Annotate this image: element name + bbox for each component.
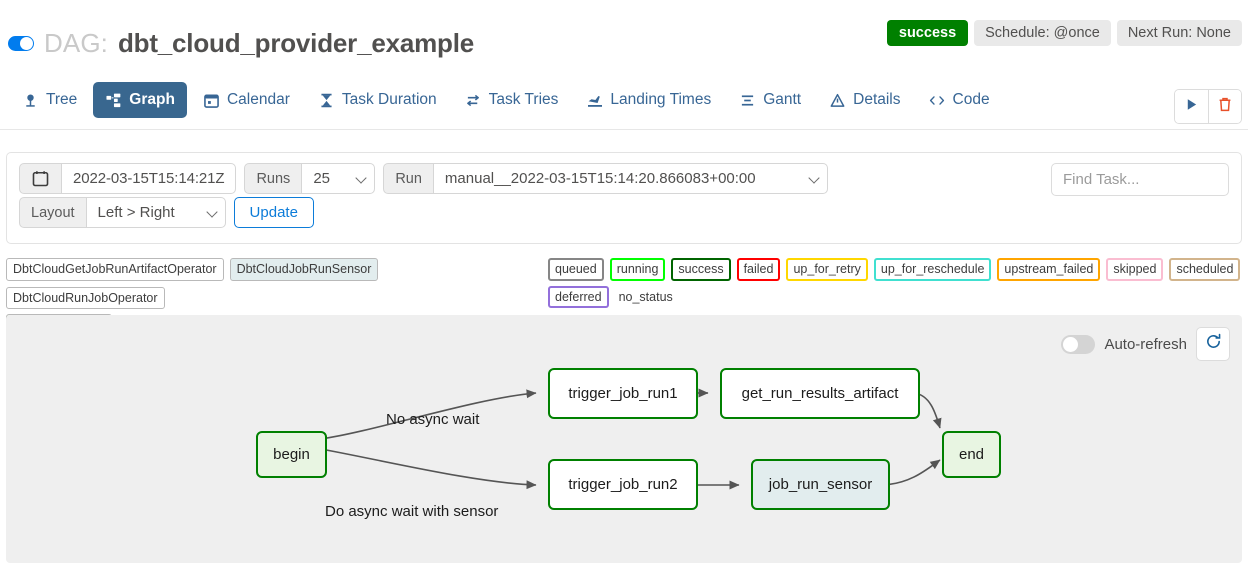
operator-chip: DbtCloudJobRunSensor: [229, 258, 379, 281]
play-icon: [1185, 98, 1198, 116]
tab-tree[interactable]: Tree: [10, 82, 89, 118]
tab-landing-times[interactable]: Landing Times: [574, 82, 723, 118]
find-task-input[interactable]: Find Task...: [1051, 163, 1229, 196]
dag-graph-canvas[interactable]: Auto-refresh begin: [6, 315, 1242, 563]
tab-graph[interactable]: Graph: [93, 82, 187, 118]
node-label: trigger_job_run2: [568, 476, 678, 493]
update-button[interactable]: Update: [233, 197, 314, 228]
tab-gantt[interactable]: Gantt: [727, 82, 813, 118]
node-label: job_run_sensor: [768, 476, 873, 493]
calendar-icon: [203, 92, 220, 109]
edge-label-no-async-wait: No async wait: [386, 411, 480, 428]
state-chip-running: running: [609, 258, 666, 281]
header-badges: success Schedule: @once Next Run: None: [886, 20, 1242, 46]
run-group: Run manual__2022-03-15T15:14:20.866083+0…: [383, 163, 828, 194]
state-chip-failed: failed: [736, 258, 781, 281]
dag-actions: [1174, 89, 1242, 124]
graph-icon: [105, 92, 122, 109]
graph-node-trigger-job-run1[interactable]: trigger_job_run1: [548, 368, 698, 419]
node-label: begin: [273, 446, 310, 463]
graph-node-trigger-job-run2[interactable]: trigger_job_run2: [548, 459, 698, 510]
hourglass-icon: [318, 92, 335, 109]
delete-dag-button[interactable]: [1208, 90, 1241, 123]
landing-icon: [586, 92, 603, 109]
status-badge: success: [886, 20, 969, 46]
node-label: trigger_job_run1: [568, 385, 678, 402]
page-title: DAG: dbt_cloud_provider_example: [8, 28, 474, 59]
state-chip-up-for-reschedule: up_for_reschedule: [873, 258, 992, 281]
tree-icon: [22, 92, 39, 109]
state-chip-skipped: skipped: [1106, 258, 1164, 281]
auto-refresh-control: Auto-refresh: [1061, 327, 1230, 361]
tab-task-tries[interactable]: Task Tries: [453, 82, 571, 118]
graph-edges: [320, 388, 942, 490]
layout-select[interactable]: Left > Right: [85, 197, 226, 228]
graph-node-get-run-results-artifact[interactable]: get_run_results_artifact: [720, 368, 920, 419]
layout-group: Layout Left > Right: [19, 197, 226, 228]
tab-label: Details: [853, 91, 901, 108]
tab-calendar[interactable]: Calendar: [191, 82, 302, 118]
gantt-icon: [739, 92, 756, 109]
runs-label: Runs: [244, 163, 303, 194]
state-legend: queued running success failed up_for_ret…: [548, 258, 1248, 313]
schedule-badge[interactable]: Schedule: @once: [974, 20, 1111, 46]
operator-chip: DbtCloudGetJobRunArtifactOperator: [6, 258, 224, 281]
num-runs-select[interactable]: 25: [301, 163, 376, 194]
triangle-alert-icon: [829, 92, 846, 109]
dag-run-select[interactable]: manual__2022-03-15T15:14:20.866083+00:00: [432, 163, 828, 194]
state-chip-upstream-failed: upstream_failed: [997, 258, 1101, 281]
refresh-button[interactable]: [1196, 327, 1230, 361]
tab-code[interactable]: Code: [917, 82, 1002, 118]
auto-refresh-label: Auto-refresh: [1104, 335, 1187, 353]
run-label: Run: [383, 163, 434, 194]
state-chip-scheduled: scheduled: [1169, 258, 1241, 281]
state-chip-success: success: [671, 258, 731, 281]
dag-label: DAG:: [44, 28, 108, 58]
calendar-icon[interactable]: [19, 163, 62, 194]
graph-node-job-run-sensor[interactable]: job_run_sensor: [751, 459, 890, 510]
graph-node-end[interactable]: end: [942, 431, 1001, 478]
tab-task-duration[interactable]: Task Duration: [306, 82, 449, 118]
dag-view-tabs: Tree Graph Calendar Task Duration: [0, 82, 1248, 130]
runs-group: Runs 25: [244, 163, 376, 194]
page-header: DAG: dbt_cloud_provider_example success …: [0, 0, 1248, 72]
layout-label: Layout: [19, 197, 87, 228]
edge-label-do-async-wait-with-sensor: Do async wait with sensor: [325, 503, 499, 520]
node-label: get_run_results_artifact: [741, 385, 899, 402]
tab-details[interactable]: Details: [817, 82, 912, 118]
refresh-icon: [1205, 333, 1222, 355]
state-chip-up-for-retry: up_for_retry: [786, 258, 868, 281]
code-icon: [929, 92, 946, 109]
operator-chip: DbtCloudRunJobOperator: [6, 286, 165, 309]
dag-run-toolbar: 2022-03-15T15:14:21Z Runs 25 Run manual_…: [6, 152, 1242, 244]
tab-label: Gantt: [763, 91, 802, 108]
dag-name: dbt_cloud_provider_example: [117, 28, 474, 58]
dag-pause-toggle-icon[interactable]: [8, 36, 34, 51]
next-run-badge[interactable]: Next Run: None: [1116, 20, 1242, 46]
trash-icon: [1218, 97, 1232, 117]
state-chip-no-status: no_status: [618, 289, 673, 304]
node-label: end: [958, 446, 985, 463]
auto-refresh-toggle[interactable]: [1061, 334, 1096, 354]
tab-label: Calendar: [226, 91, 290, 108]
base-date-group: 2022-03-15T15:14:21Z: [19, 163, 237, 194]
tab-label: Landing Times: [610, 91, 712, 108]
tab-label: Graph: [129, 91, 175, 108]
graph-node-begin[interactable]: begin: [256, 431, 327, 478]
tab-label: Task Tries: [488, 91, 559, 108]
base-date-input[interactable]: 2022-03-15T15:14:21Z: [61, 163, 237, 194]
state-chip-deferred: deferred: [548, 285, 609, 308]
state-chip-queued: queued: [548, 258, 604, 281]
tab-label: Tree: [46, 91, 78, 108]
tab-label: Task Duration: [341, 91, 437, 108]
retry-icon: [465, 92, 482, 109]
tab-label: Code: [952, 91, 990, 108]
trigger-dag-button[interactable]: [1175, 90, 1208, 123]
